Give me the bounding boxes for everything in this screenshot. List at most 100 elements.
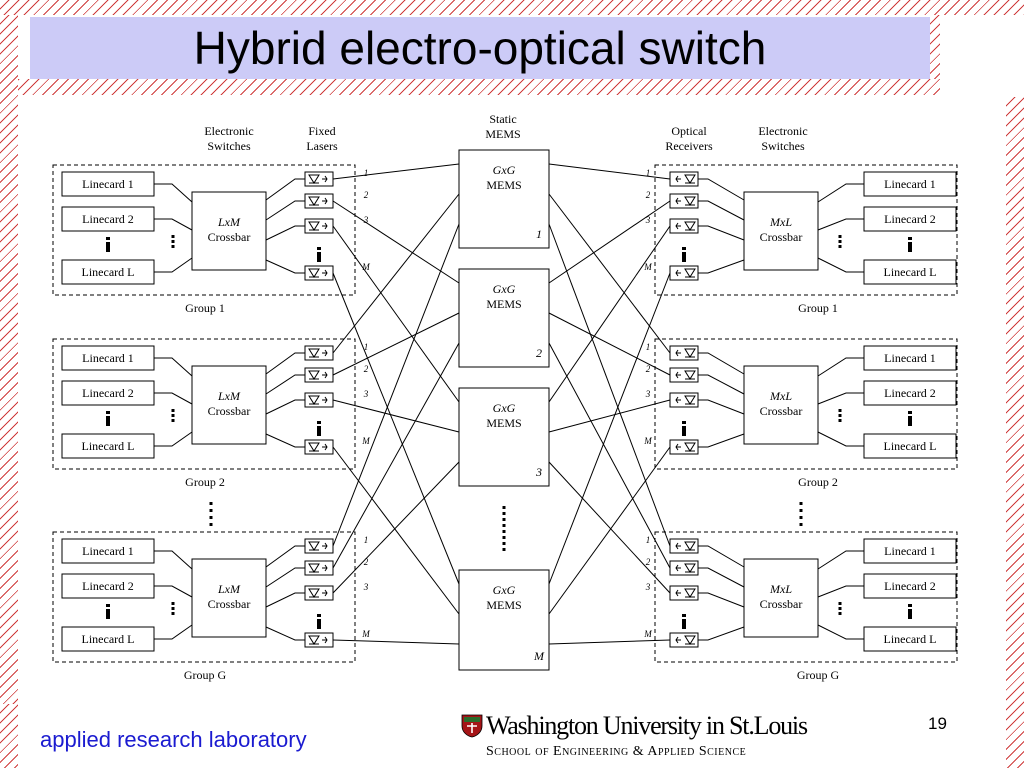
crossbar-wire bbox=[265, 592, 305, 608]
university-name: Washington University in St.Louis bbox=[486, 711, 808, 740]
group-ellipsis-left bbox=[209, 502, 213, 505]
arrow-icon bbox=[675, 197, 681, 205]
arrow-icon bbox=[322, 197, 328, 205]
wire-ellipsis bbox=[838, 240, 842, 243]
laser-ellipsis bbox=[682, 614, 686, 617]
arrow-icon bbox=[322, 371, 328, 379]
linecard-ellipsis bbox=[106, 416, 110, 426]
laser-ellipsis bbox=[682, 252, 686, 262]
crossbar-wire bbox=[698, 374, 745, 395]
slide-title: Hybrid electro-optical switch bbox=[193, 22, 767, 74]
fiber-left bbox=[332, 163, 460, 180]
arrow-icon bbox=[675, 349, 681, 357]
crossbar-label: Crossbar bbox=[208, 597, 251, 611]
crossbar-wire bbox=[698, 567, 745, 588]
group-ellipsis-left bbox=[209, 523, 213, 526]
optical-receiver bbox=[669, 439, 699, 455]
fiber-left bbox=[332, 272, 460, 585]
linecard-wire bbox=[817, 585, 864, 598]
fiber-right bbox=[548, 342, 671, 569]
linecard-label: Linecard 1 bbox=[82, 544, 134, 558]
mems-switch bbox=[458, 149, 550, 249]
crossbar-label: MxL bbox=[769, 582, 792, 596]
linecard-label: Linecard L bbox=[82, 632, 135, 646]
port-label: 1 bbox=[364, 342, 369, 352]
hatch-top bbox=[0, 0, 1024, 15]
group-ellipsis-right bbox=[799, 516, 803, 519]
laser-ellipsis bbox=[682, 421, 686, 424]
fixed-laser bbox=[304, 218, 334, 234]
port-label: 3 bbox=[645, 582, 651, 592]
left-group-box bbox=[52, 531, 356, 663]
optical-receiver bbox=[669, 560, 699, 576]
crossbar-label: LxM bbox=[217, 389, 241, 403]
linecard-ellipsis bbox=[106, 237, 110, 240]
school-name: School of Engineering & Applied Science bbox=[486, 744, 747, 759]
right-group-label: Group G bbox=[797, 668, 840, 682]
port-label: 1 bbox=[646, 342, 651, 352]
wire-ellipsis bbox=[171, 240, 175, 243]
diode-icon bbox=[308, 395, 320, 405]
port-label: M bbox=[643, 262, 652, 272]
diode-icon bbox=[308, 196, 320, 206]
diode-icon bbox=[308, 268, 320, 278]
optical-receiver bbox=[669, 265, 699, 281]
port-label: 3 bbox=[363, 389, 369, 399]
mems-switch bbox=[458, 387, 550, 487]
linecard-wire bbox=[154, 585, 193, 598]
mems-switch bbox=[458, 569, 550, 671]
linecard-ellipsis bbox=[106, 411, 110, 414]
diode-icon bbox=[684, 563, 696, 573]
port-label: 2 bbox=[364, 190, 369, 200]
group-ellipsis-right bbox=[799, 523, 803, 526]
laser-ellipsis bbox=[682, 619, 686, 629]
arrow-icon bbox=[675, 222, 681, 230]
mems-ellipsis bbox=[502, 512, 506, 515]
wire-ellipsis bbox=[171, 612, 175, 615]
fiber-right bbox=[548, 461, 671, 594]
diode-icon bbox=[684, 221, 696, 231]
diode-icon bbox=[308, 370, 320, 380]
linecard-label: Linecard L bbox=[884, 439, 937, 453]
group-ellipsis-right bbox=[799, 502, 803, 505]
crossbar-wire bbox=[698, 545, 745, 568]
crossbar-wire bbox=[265, 545, 305, 568]
linecard bbox=[863, 626, 957, 652]
port-label: M bbox=[361, 629, 370, 639]
fiber-right bbox=[548, 639, 671, 645]
fixed-laser bbox=[304, 560, 334, 576]
linecard-ellipsis bbox=[908, 609, 912, 619]
linecard-ellipsis bbox=[908, 604, 912, 607]
mems-ellipsis bbox=[502, 524, 506, 527]
fiber-right bbox=[548, 225, 671, 403]
laser-ellipsis bbox=[682, 247, 686, 250]
linecard bbox=[61, 573, 155, 599]
diode-icon bbox=[684, 196, 696, 206]
title-bar: Hybrid electro-optical switch bbox=[30, 17, 930, 79]
crossbar-wire bbox=[698, 225, 745, 241]
fiber-right bbox=[548, 399, 671, 433]
linecard-label: Linecard L bbox=[82, 265, 135, 279]
header-electronic-switches-right: Electronic bbox=[758, 124, 807, 138]
crossbar-label: Crossbar bbox=[208, 230, 251, 244]
arrow-icon bbox=[675, 396, 681, 404]
port-label: 1 bbox=[364, 535, 369, 545]
laser-ellipsis bbox=[317, 252, 321, 262]
port-label: 3 bbox=[645, 389, 651, 399]
fixed-laser bbox=[304, 585, 334, 601]
arrow-icon bbox=[322, 222, 328, 230]
fixed-laser bbox=[304, 392, 334, 408]
mems-ellipsis bbox=[502, 536, 506, 539]
wire-ellipsis bbox=[838, 607, 842, 610]
left-group-label: Group 2 bbox=[185, 475, 225, 489]
crossbar-wire bbox=[265, 399, 305, 415]
fiber-left bbox=[332, 342, 460, 569]
header-electronic-switches-left: Electronic bbox=[204, 124, 253, 138]
right-group-label: Group 1 bbox=[798, 301, 838, 315]
header-fixed-lasers: Fixed bbox=[308, 124, 335, 138]
diode-icon bbox=[684, 174, 696, 184]
crossbar-wire bbox=[265, 178, 305, 201]
mems-label: GxG bbox=[493, 583, 516, 597]
fixed-laser bbox=[304, 439, 334, 455]
linecard-label: Linecard 2 bbox=[884, 386, 936, 400]
